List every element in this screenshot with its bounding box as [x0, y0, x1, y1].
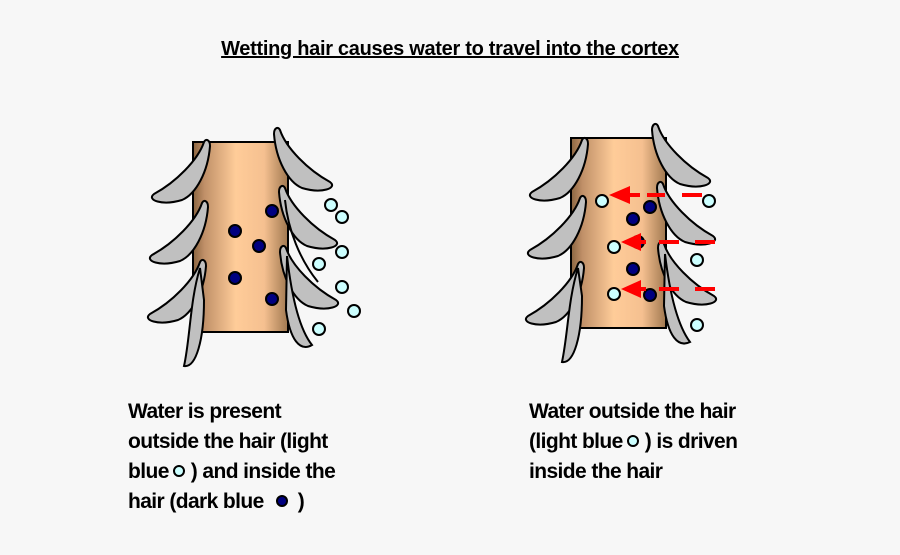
- diagram-title: Wetting hair causes water to travel into…: [221, 38, 679, 60]
- caption-line: ) and inside the: [190, 460, 336, 483]
- cuticle-scales-right: [273, 126, 340, 348]
- water-outside-dots: [312, 198, 361, 336]
- caption-line: ) is driven: [644, 430, 738, 453]
- caption-line: ): [297, 490, 305, 513]
- caption-line: blue: [128, 460, 169, 483]
- arrowheads: [609, 186, 646, 298]
- red-arrows-inward: [629, 193, 715, 291]
- cuticle-scales-left: [146, 138, 211, 368]
- caption-line: Water is present: [128, 400, 282, 423]
- caption-line: Water outside the hair: [529, 400, 736, 423]
- dark-blue-water-dot-icon: [275, 494, 288, 507]
- light-blue-water-dot-icon: [172, 464, 185, 477]
- caption-line: (light blue: [529, 430, 623, 453]
- caption-line: inside the hair: [529, 460, 663, 483]
- cuticle-scales-right: [651, 122, 718, 345]
- caption-line: hair (dark blue: [128, 490, 264, 513]
- caption-line: outside the hair (light: [128, 430, 328, 453]
- water-outside-dots: [595, 194, 716, 332]
- water-inside-dots: [228, 204, 279, 306]
- left-caption: Water is present outside the hair (light…: [128, 397, 336, 517]
- right-hair-diagram: [524, 122, 718, 364]
- light-blue-water-dot-icon: [626, 434, 639, 447]
- right-caption: Water outside the hair (light blue ) is d…: [529, 397, 738, 487]
- cuticle-scales-left: [524, 136, 589, 364]
- left-hair-diagram: [146, 126, 361, 368]
